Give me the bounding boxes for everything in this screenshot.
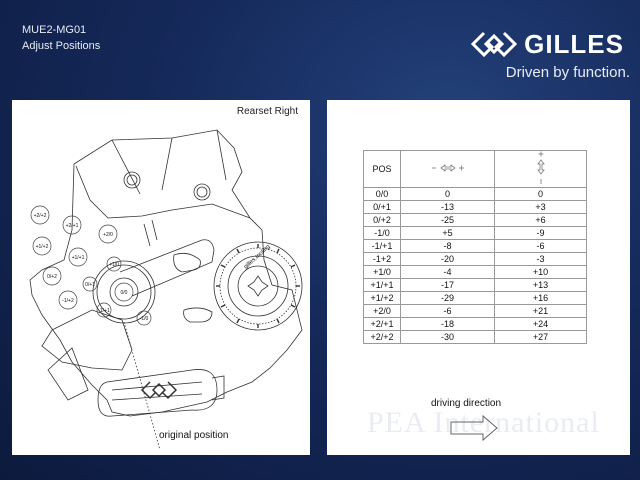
driving-direction-arrow-icon bbox=[450, 414, 498, 442]
table-row: -1/0+5-9 bbox=[363, 226, 587, 240]
pos-label: +2/+1 bbox=[66, 223, 79, 229]
pos-label: -1/0 bbox=[140, 316, 149, 322]
horizontal-offset-cell: -29 bbox=[400, 291, 495, 305]
pos-label: 0/+1 bbox=[85, 282, 95, 288]
pos-label: 0/0 bbox=[121, 290, 128, 296]
table-row: +2/+1-18+24 bbox=[363, 317, 587, 331]
table-row: +2/0-6+21 bbox=[363, 304, 587, 318]
vertical-offset-cell: -6 bbox=[494, 239, 587, 253]
frame-bolt bbox=[123, 171, 141, 189]
pos-cell: -1/+1 bbox=[363, 239, 401, 253]
driving-direction-label: driving direction bbox=[431, 398, 502, 409]
horizontal-offset-cell: -13 bbox=[400, 200, 495, 214]
pos-cell: +1/+2 bbox=[363, 291, 401, 305]
horizontal-offset-cell: 0 bbox=[400, 187, 495, 201]
vertical-offset-cell: +16 bbox=[494, 291, 587, 305]
horizontal-offset-cell: -6 bbox=[400, 304, 495, 318]
pos-label: +1/0 bbox=[109, 262, 119, 268]
pos-label: -1/+2 bbox=[62, 298, 74, 304]
pos-cell: +1/0 bbox=[363, 265, 401, 279]
pos-label: 0/+2 bbox=[47, 274, 57, 280]
table-row: +1/+1-17+13 bbox=[363, 278, 587, 292]
horizontal-offset-cell: -18 bbox=[400, 317, 495, 331]
vertical-arrows-icon bbox=[536, 151, 545, 184]
knob-teeth bbox=[216, 244, 300, 328]
header-vertical bbox=[494, 150, 587, 188]
vertical-offset-cell: +24 bbox=[494, 317, 587, 331]
horizontal-offset-cell: -25 bbox=[400, 213, 495, 227]
diagram-title: Rearset Right bbox=[236, 106, 298, 117]
pos-cell: +2/+1 bbox=[363, 317, 401, 331]
horizontal-offset-cell: -17 bbox=[400, 278, 495, 292]
horizontal-offset-cell: -30 bbox=[400, 330, 495, 344]
vertical-offset-cell: +6 bbox=[494, 213, 587, 227]
original-position-caption: original position bbox=[159, 430, 229, 441]
pos-cell: -1/0 bbox=[363, 226, 401, 240]
horizontal-arrows-icon bbox=[431, 164, 464, 172]
vertical-offset-cell: +21 bbox=[494, 304, 587, 318]
pivot-hub bbox=[109, 277, 139, 307]
frame-ribs bbox=[111, 129, 227, 195]
diagram-panel: gilles.tooling +2/+2 +2/+1 +2/0 +1/+2 +1… bbox=[12, 100, 310, 455]
vertical-offset-cell: +27 bbox=[494, 330, 587, 344]
frame-plate-outline bbox=[29, 129, 303, 417]
pos-cell: 0/+2 bbox=[363, 213, 401, 227]
header-pos: POS bbox=[363, 150, 401, 188]
brand: GILLES Driven by function. bbox=[470, 28, 630, 88]
pos-cell: +2/0 bbox=[363, 304, 401, 318]
brand-tagline: Driven by function. bbox=[505, 64, 630, 81]
adjust-knob bbox=[227, 255, 289, 317]
vertical-offset-cell: -3 bbox=[494, 252, 587, 266]
vertical-offset-cell: 0 bbox=[494, 187, 587, 201]
table-row: +1/0-4+10 bbox=[363, 265, 587, 279]
vertical-offset-cell: +10 bbox=[494, 265, 587, 279]
table-row: -1+2-20-3 bbox=[363, 252, 587, 266]
pos-cell: +1/+1 bbox=[363, 278, 401, 292]
pos-label: -1/+1 bbox=[98, 308, 110, 314]
position-table: POS bbox=[363, 150, 587, 344]
footpeg-logo-icon bbox=[140, 381, 178, 400]
table-row: +1/+2-29+16 bbox=[363, 291, 587, 305]
pos-label: +2/0 bbox=[103, 232, 113, 238]
original-position-leader bbox=[123, 321, 161, 451]
pos-cell: -1+2 bbox=[363, 252, 401, 266]
table-header-row: POS bbox=[363, 150, 587, 188]
frame-inner-line bbox=[75, 165, 251, 219]
vertical-offset-cell: +13 bbox=[494, 278, 587, 292]
pos-cell: +2/+2 bbox=[363, 330, 401, 344]
pos-cell: 0/+1 bbox=[363, 200, 401, 214]
footpeg bbox=[97, 369, 218, 417]
model-code: MUE2-MG01 bbox=[22, 24, 87, 36]
linkage-rod bbox=[119, 239, 215, 297]
gilles-logo-icon bbox=[470, 31, 518, 58]
lower-arm bbox=[41, 309, 133, 371]
horizontal-offset-cell: -8 bbox=[400, 239, 495, 253]
table-row: 0/+1-13+3 bbox=[363, 200, 587, 214]
table-panel: PEA International POS bbox=[327, 100, 630, 455]
header-horizontal bbox=[400, 150, 495, 188]
horizontal-offset-cell: -4 bbox=[400, 265, 495, 279]
header: MUE2-MG01 Adjust Positions bbox=[22, 22, 100, 54]
brand-name: GILLES bbox=[524, 28, 624, 59]
pos-cell: 0/0 bbox=[363, 187, 401, 201]
vertical-offset-cell: +3 bbox=[494, 200, 587, 214]
rearset-diagram: gilles.tooling +2/+2 +2/+1 +2/0 +1/+2 +1… bbox=[29, 129, 303, 451]
torx-socket bbox=[247, 275, 269, 297]
horizontal-offset-cell: +5 bbox=[400, 226, 495, 240]
table-row: +2/+2-30+27 bbox=[363, 330, 587, 344]
pos-label: +1/+1 bbox=[72, 255, 85, 261]
adjust-knob-outer bbox=[213, 241, 303, 331]
table-row: -1/+1-8-6 bbox=[363, 239, 587, 253]
pos-label: +2/+2 bbox=[34, 213, 47, 219]
brand-logo: GILLES bbox=[470, 28, 624, 60]
pos-label: +1/+2 bbox=[36, 244, 49, 250]
table-row: 0/+2-25+6 bbox=[363, 213, 587, 227]
page-subtitle: Adjust Positions bbox=[22, 40, 101, 52]
horizontal-offset-cell: -20 bbox=[400, 252, 495, 266]
frame-bolt bbox=[193, 183, 211, 201]
vertical-offset-cell: -9 bbox=[494, 226, 587, 240]
